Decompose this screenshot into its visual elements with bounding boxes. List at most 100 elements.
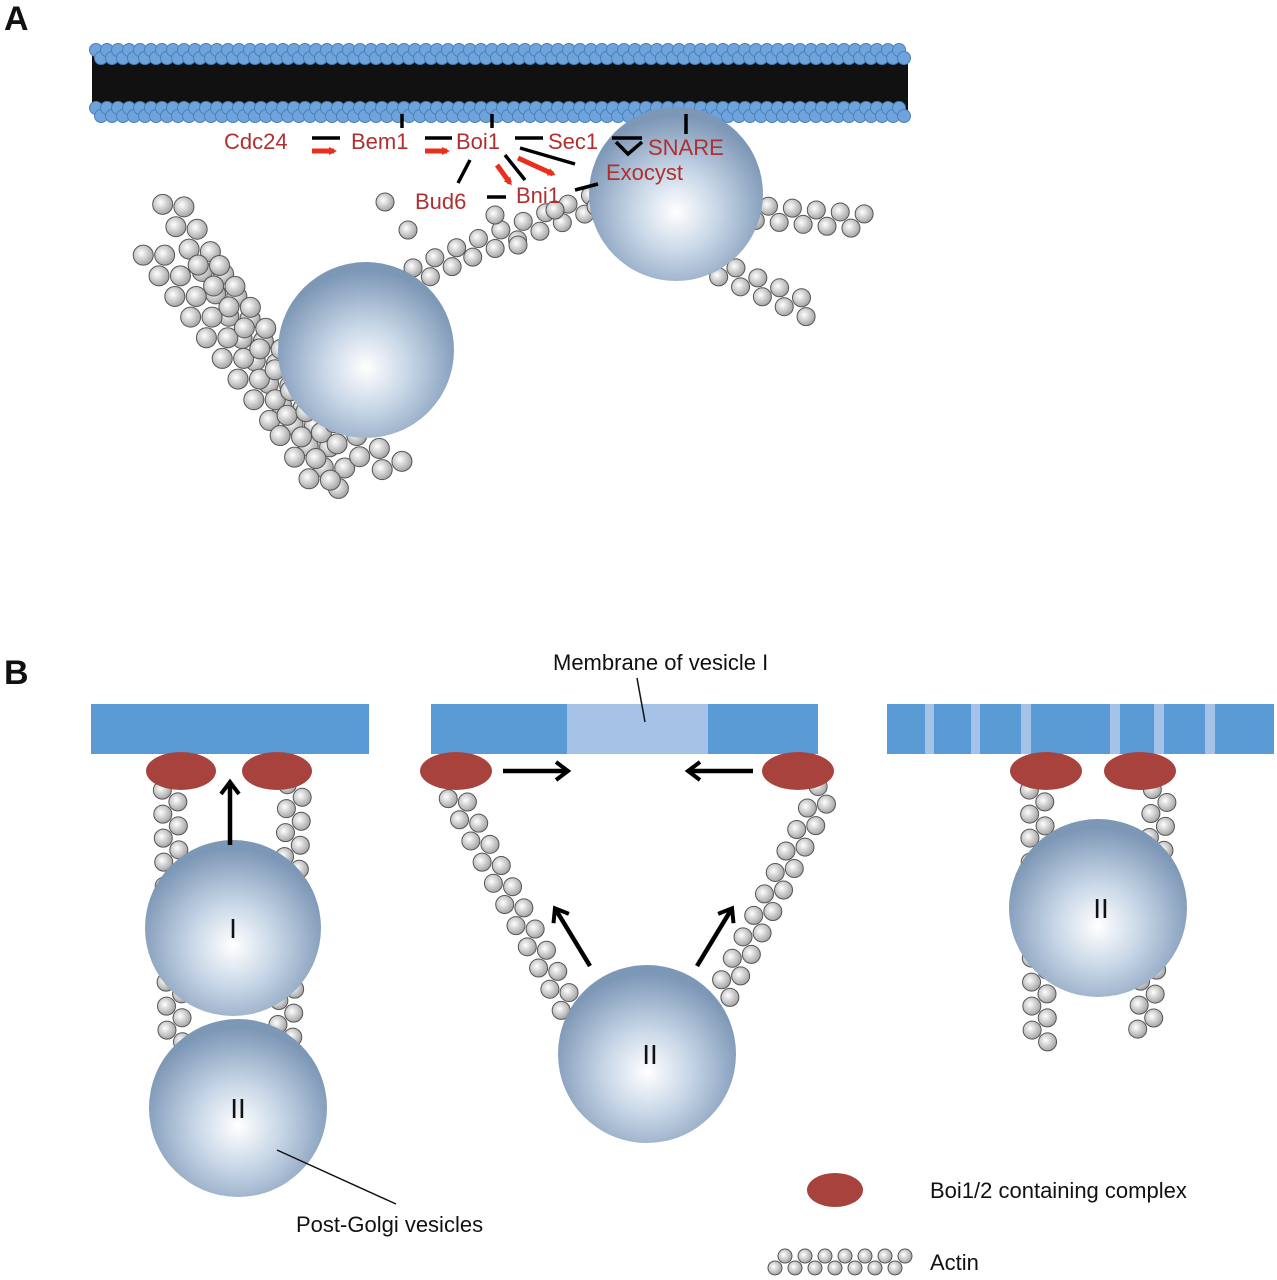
- actin-bead: [1020, 804, 1040, 824]
- actin-bead: [770, 278, 790, 298]
- activation-arrows: [312, 147, 556, 186]
- actin-bead: [495, 894, 515, 914]
- actin-bead: [774, 297, 794, 317]
- actin-bead: [224, 275, 246, 297]
- actin-bead: [368, 437, 390, 459]
- actin-bead: [1144, 1008, 1164, 1028]
- actin-bead: [375, 192, 395, 212]
- actin-bead: [186, 218, 208, 240]
- actin-bead: [827, 1260, 843, 1276]
- actin-bead: [173, 196, 195, 218]
- actin-bead: [249, 338, 271, 360]
- actin-bead: [545, 200, 565, 220]
- actin-bead: [227, 368, 249, 390]
- actin-bead: [559, 983, 579, 1003]
- actin-bead: [164, 285, 186, 307]
- actin-bead: [233, 317, 255, 339]
- membrane-label-leader: [636, 677, 646, 723]
- actin-bead: [1022, 1020, 1042, 1040]
- bilayer-headgroups: [89, 43, 911, 123]
- actin-bead: [867, 1260, 883, 1276]
- actin-bead: [796, 307, 816, 327]
- actin-bead: [483, 873, 503, 893]
- actin-bead: [438, 789, 458, 809]
- actin-bead: [165, 216, 187, 238]
- actin-bead: [1037, 1008, 1057, 1028]
- actin-bead: [787, 820, 807, 840]
- actin-bead: [334, 457, 356, 479]
- actin-bead: [530, 221, 550, 241]
- actin-bead: [442, 257, 462, 277]
- actin-bead: [290, 835, 310, 855]
- actin-bead: [897, 1248, 913, 1264]
- actin-bead: [752, 287, 772, 307]
- actin-bead: [292, 787, 312, 807]
- actin-bead: [172, 1008, 192, 1028]
- actin-bead: [887, 1260, 903, 1276]
- vesicle-b-left-i: [145, 840, 321, 1016]
- actin-bead: [217, 327, 239, 349]
- actin-bead: [854, 204, 874, 224]
- vesicle-a-upper: [589, 107, 763, 281]
- actin-bead: [243, 389, 265, 411]
- actin-bead: [469, 813, 489, 833]
- actin-bead: [720, 987, 740, 1007]
- actin-bead: [187, 254, 209, 276]
- actin-bead: [485, 205, 505, 225]
- actin-bead: [817, 1248, 833, 1264]
- boi-complex: [146, 752, 216, 790]
- actin-bead: [517, 937, 537, 957]
- actin-bead: [284, 446, 306, 468]
- actin-bead: [461, 831, 481, 851]
- vesicle-label-left-ii: II: [230, 1093, 246, 1124]
- membrane-of-vesicle-i-patch: [567, 704, 708, 754]
- actin-bead: [457, 792, 477, 812]
- actin-bead: [154, 244, 176, 266]
- actin-bead: [817, 216, 837, 236]
- actin-bead: [201, 306, 223, 328]
- actin-bead: [447, 238, 467, 258]
- actin-bead: [1129, 995, 1149, 1015]
- actin-bead: [1157, 792, 1177, 812]
- actin-bead: [169, 265, 191, 287]
- actin-bead: [1020, 828, 1040, 848]
- label-cdc24: Cdc24: [224, 129, 288, 154]
- actin-bead: [508, 235, 528, 255]
- actin-bead: [153, 804, 173, 824]
- actin-bead: [774, 880, 794, 900]
- actin-bead: [233, 347, 255, 369]
- actin-bead: [275, 823, 295, 843]
- actin-bead: [319, 469, 341, 491]
- actin-bead: [791, 288, 811, 308]
- label-boi1: Boi1: [456, 129, 500, 154]
- actin-bead: [767, 1260, 783, 1276]
- actin-bead: [1022, 972, 1042, 992]
- actin-bead: [195, 327, 217, 349]
- boi-complexes: [146, 752, 1176, 790]
- actin-bead: [741, 944, 761, 964]
- actin-bead: [877, 1248, 893, 1264]
- legend: Boi1/2 containing complex Actin: [767, 1173, 1187, 1276]
- legend-actin-label: Actin: [930, 1250, 979, 1275]
- vesicle-label-right-ii: II: [1093, 893, 1109, 924]
- actin-bead: [255, 317, 277, 339]
- actin-bead: [420, 267, 440, 287]
- actin-bead: [795, 837, 815, 857]
- actin-bead: [485, 239, 505, 259]
- label-bem1: Bem1: [351, 129, 408, 154]
- actin-bead: [548, 961, 568, 981]
- actin-bead: [744, 905, 764, 925]
- actin-bead: [1155, 816, 1175, 836]
- label-bud6: Bud6: [415, 189, 466, 214]
- label-exocyst: Exocyst: [606, 160, 683, 185]
- actin-bead: [276, 404, 298, 426]
- boi-complex: [242, 752, 312, 790]
- boi-complex: [1104, 752, 1176, 790]
- actin-bead: [148, 265, 170, 287]
- actin-bead: [837, 1248, 853, 1264]
- legend-complex-swatch: [807, 1173, 863, 1207]
- actin-bead: [782, 198, 802, 218]
- actin-bead: [491, 856, 511, 876]
- boi-complex: [420, 752, 492, 790]
